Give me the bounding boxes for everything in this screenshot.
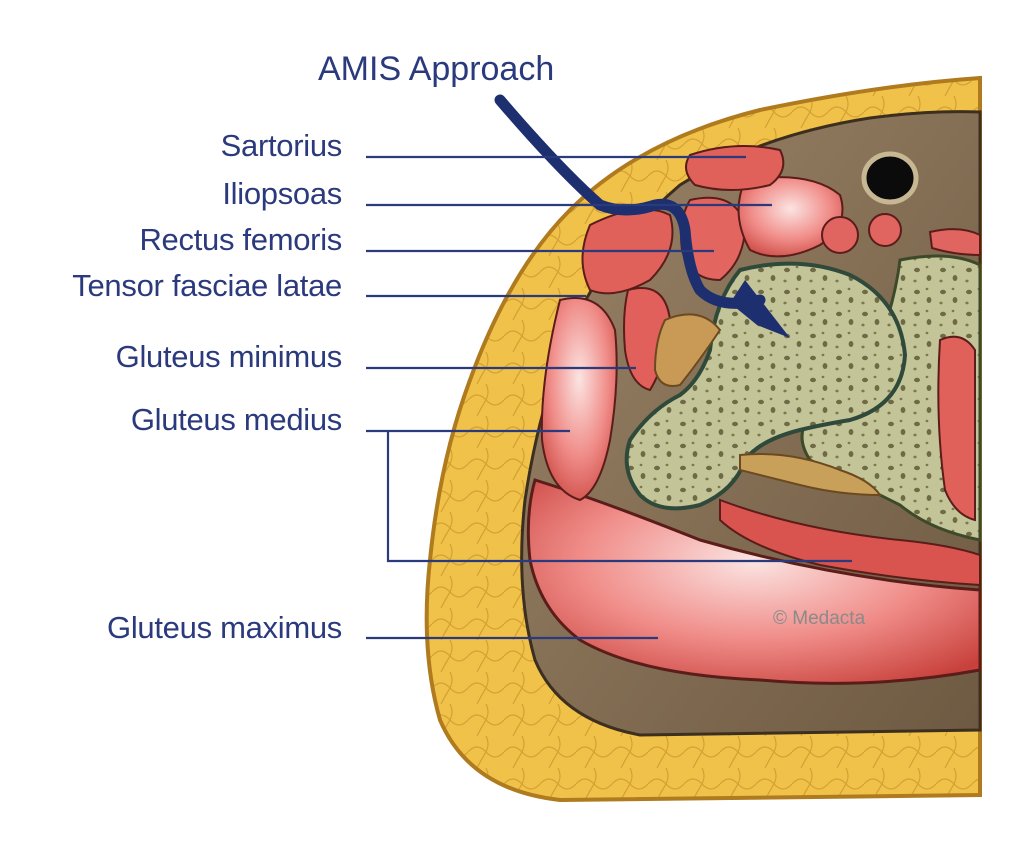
copyright-watermark: © Medacta: [773, 608, 866, 629]
leader-gluteus-medius-bracket: [386, 431, 852, 563]
label-tensor-fasciae-latae: Tensor fasciae latae: [72, 268, 342, 303]
gluteus-medius-muscle: [540, 297, 618, 502]
label-gluteus-minimus: Gluteus minimus: [115, 339, 343, 374]
arrow-head: [730, 280, 790, 338]
femoral-head: [624, 261, 908, 511]
gluteus-maximus-muscle: [526, 478, 982, 685]
label-gluteus-maximus: Gluteus maximus: [107, 610, 342, 645]
label-iliopsoas: Iliopsoas: [222, 176, 342, 211]
femoral-vessel: [861, 151, 919, 205]
label-sartorius: Sartorius: [220, 128, 343, 163]
sartorius-muscle: [685, 145, 785, 191]
label-rectus-femoris: Rectus femoris: [139, 222, 342, 257]
iliopsoas-muscle: [737, 176, 844, 258]
diagram-title: AMIS Approach: [318, 50, 555, 88]
label-gluteus-medius: Gluteus medius: [130, 402, 342, 437]
leader-lines: [366, 155, 852, 640]
